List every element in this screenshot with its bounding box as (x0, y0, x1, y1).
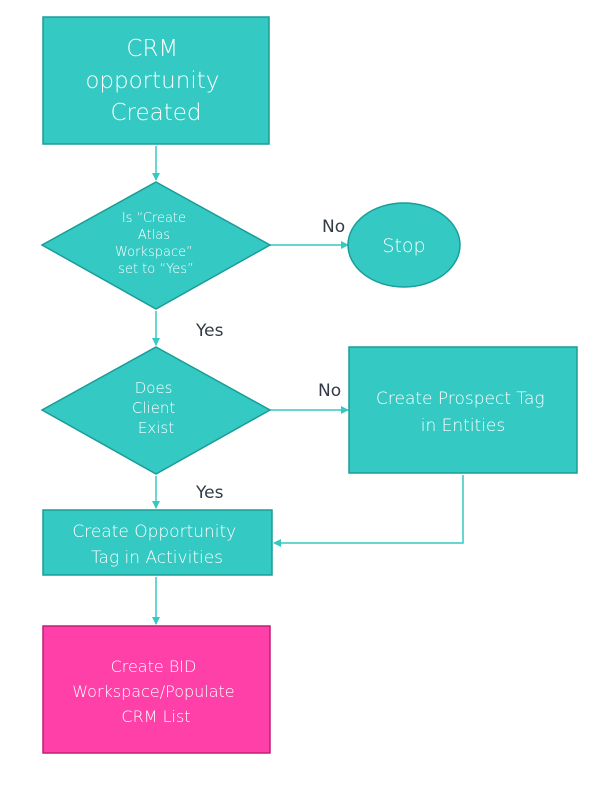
node-stop-line: Stop (382, 235, 425, 257)
node-create-opportunity-tag-shape (42, 509, 273, 576)
decision-does-client-exist: Does Client Exist (40, 346, 272, 475)
decision-does-client-exist-label: Does Client Exist (132, 379, 180, 437)
decision-create-atlas-workspace-label: Is “Create Atlas Workspace” set to “Yes” (115, 211, 197, 277)
node-create-opportunity-tag-line: Tag in Activities (91, 548, 223, 568)
decision-does-client-exist-line: Does (135, 379, 173, 397)
decision-create-atlas-workspace-shape (40, 181, 272, 310)
edge-label-atlas-yes: Yes (195, 321, 224, 341)
edge-label-atlas-no: No (322, 217, 345, 237)
node-create-prospect-tag-shape (348, 346, 578, 474)
node-create-opportunity-tag-label: Create Opportunity Tag in Activities (72, 522, 241, 568)
node-crm-opportunity-created-label: CRM opportunity Created (85, 36, 226, 126)
decision-create-atlas-workspace-line: Workspace” (115, 245, 193, 260)
node-crm-opportunity-created: CRM opportunity Created (42, 16, 270, 145)
node-create-bid-workspace-shape (42, 625, 271, 754)
connector-prospect-to-opportunity (273, 475, 464, 547)
connectors (152, 146, 464, 625)
edge-label-client-no: No (318, 381, 341, 401)
node-create-bid-workspace-label: Create BID Workspace/Populate CRM List (72, 657, 239, 726)
decision-create-atlas-workspace: Is “Create Atlas Workspace” set to “Yes” (40, 181, 272, 310)
node-stop-shape (347, 202, 461, 288)
decision-create-atlas-workspace-line: Is “Create (122, 211, 186, 226)
decision-create-atlas-workspace-line: Atlas (138, 228, 170, 243)
decision-does-client-exist-shape (40, 346, 272, 475)
edge-label-client-yes: Yes (195, 483, 224, 503)
node-create-prospect-tag-line: in Entities (421, 416, 506, 436)
decision-does-client-exist-line: Client (132, 399, 176, 417)
decision-create-atlas-workspace-line: set to “Yes” (118, 262, 194, 277)
node-create-bid-workspace-line: Create BID (111, 657, 197, 676)
node-create-bid-workspace: Create BID Workspace/Populate CRM List (42, 625, 271, 754)
node-stop-label: Stop (382, 235, 425, 257)
node-create-bid-workspace-line: Workspace/Populate (72, 682, 234, 701)
decision-does-client-exist-line: Exist (138, 419, 174, 437)
node-crm-opportunity-created-shape (42, 16, 270, 145)
node-create-prospect-tag: Create Prospect Tag in Entities (348, 346, 578, 474)
node-create-opportunity-tag: Create Opportunity Tag in Activities (42, 509, 273, 576)
node-crm-opportunity-created-line: CRM (126, 36, 178, 62)
node-create-prospect-tag-label: Create Prospect Tag in Entities (376, 389, 550, 436)
node-crm-opportunity-created-line: opportunity (85, 68, 219, 94)
node-stop: Stop (347, 202, 461, 288)
node-crm-opportunity-created-line: Created (110, 100, 201, 126)
node-create-bid-workspace-line: CRM List (121, 707, 190, 726)
node-create-opportunity-tag-line: Create Opportunity (72, 522, 236, 542)
node-create-prospect-tag-line: Create Prospect Tag (376, 389, 545, 409)
